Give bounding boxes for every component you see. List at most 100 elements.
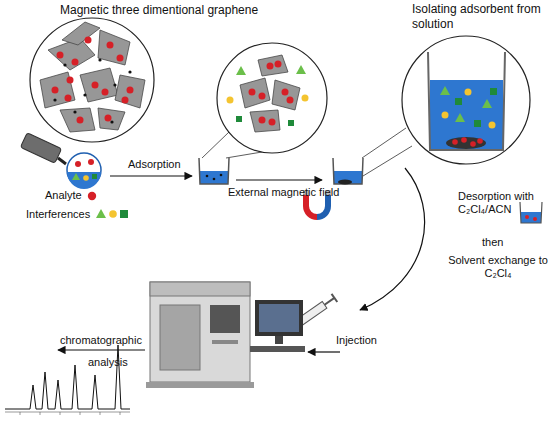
beaker — [213, 178, 216, 181]
desorption-vial — [533, 217, 537, 221]
computer — [275, 336, 283, 344]
analyte-dot — [249, 61, 294, 126]
analyte-dot — [269, 119, 276, 126]
analyte-dot — [102, 89, 109, 96]
step-label: Adsorption — [128, 158, 198, 171]
adsorption-zoom — [217, 43, 327, 153]
sample-dish — [88, 159, 94, 165]
separation-zoom — [452, 139, 458, 145]
separation-zoom — [461, 137, 467, 143]
graphene-sheet — [240, 55, 300, 132]
analyte-dot — [107, 42, 114, 49]
graphene-sheet — [115, 75, 145, 108]
magnetic-particle — [128, 70, 131, 73]
desorption-vial — [521, 212, 541, 223]
computer — [250, 300, 305, 352]
graphene-sheet — [98, 108, 125, 130]
step-label: analysis — [88, 356, 148, 369]
step-label: then — [482, 236, 522, 249]
analyte-dot — [259, 117, 266, 124]
pouring-vial — [20, 133, 61, 164]
analyte-dot — [105, 115, 112, 122]
callout-heading: Isolating adsorbent from solution — [412, 2, 544, 32]
analyte-dot — [65, 95, 72, 102]
interference-samples — [109, 210, 117, 218]
analyte-dot — [275, 61, 282, 68]
separation-zoom — [482, 99, 492, 108]
gas-chromatograph — [210, 305, 240, 333]
desorption-vial — [520, 202, 542, 223]
gas-chromatograph — [146, 282, 254, 388]
graphene-sheet — [60, 108, 95, 132]
gas-chromatograph — [212, 340, 238, 344]
separation-zoom — [442, 112, 449, 119]
computer — [250, 346, 305, 352]
flow-arrow — [110, 175, 192, 176]
analyte-dot — [77, 117, 84, 124]
circle-outline — [402, 36, 530, 164]
circle-outline — [30, 18, 154, 142]
graphene-sheet — [98, 30, 130, 65]
separation-zoom — [428, 52, 505, 150]
adsorption-zoom — [296, 65, 306, 74]
analyte-dot — [92, 82, 99, 89]
analyte-dot — [259, 93, 266, 100]
separation-zoom — [446, 137, 486, 149]
separation-zoom — [465, 89, 472, 96]
circle-outline — [18, 0, 258, 146]
analyte-dot — [52, 87, 59, 94]
graphene-sheet — [80, 68, 118, 102]
chromatogram — [5, 345, 130, 415]
step-label: chromatographic — [60, 334, 155, 347]
separation-zoom — [430, 80, 503, 150]
analyte-dot — [287, 97, 294, 104]
analyte-dot — [57, 52, 64, 59]
callout-circle: Isolating adsorbent from solution — [390, 0, 548, 168]
interference-samples — [96, 209, 106, 218]
magnetic-particle — [83, 93, 86, 96]
analyte-dot — [267, 63, 274, 70]
desorption-vial — [520, 202, 542, 223]
sample-dish — [75, 161, 81, 167]
adsorption-zoom — [236, 66, 246, 75]
graphene-zoom — [30, 18, 154, 142]
analyte-dot — [67, 77, 74, 84]
graphene-zoom — [30, 18, 154, 142]
beaker — [333, 158, 363, 184]
sample-dish — [92, 174, 97, 179]
graphene-sheet — [240, 78, 270, 108]
pouring-vial — [20, 133, 66, 164]
graphene-sheet — [258, 55, 288, 76]
callout-circle: Magnetic three dimentional graphene — [18, 0, 258, 146]
magnetic-particle — [73, 110, 76, 113]
sample-dish — [67, 153, 101, 189]
separation-zoom — [470, 141, 476, 147]
gas-chromatograph — [150, 282, 250, 382]
zoom-leader — [362, 128, 412, 176]
beaker — [338, 180, 352, 185]
separation-zoom — [402, 36, 530, 164]
magnetic-particle — [53, 58, 131, 123]
separation-zoom — [440, 86, 450, 95]
interference-samples — [96, 209, 128, 218]
beaker — [199, 158, 229, 184]
beaker — [199, 158, 229, 184]
adsorption-zoom — [288, 120, 294, 126]
legend-swatch — [87, 191, 97, 201]
analyte-dot — [282, 89, 289, 96]
magnetic-particle — [113, 83, 116, 86]
magnetic-particle — [110, 120, 113, 123]
flow-arrow — [58, 349, 145, 350]
separation-zoom — [455, 113, 465, 122]
magnetic-particle — [98, 58, 101, 61]
zoom-leader — [202, 132, 229, 158]
separation-zoom — [455, 98, 462, 105]
flow-arrow — [360, 168, 425, 310]
sample-dish — [72, 173, 80, 180]
magnetic-particle — [63, 63, 66, 66]
interference-samples — [120, 210, 128, 218]
callout-heading: Magnetic three dimentional graphene — [60, 3, 260, 18]
analyte-dot — [85, 37, 92, 44]
analyte-dot — [249, 89, 256, 96]
